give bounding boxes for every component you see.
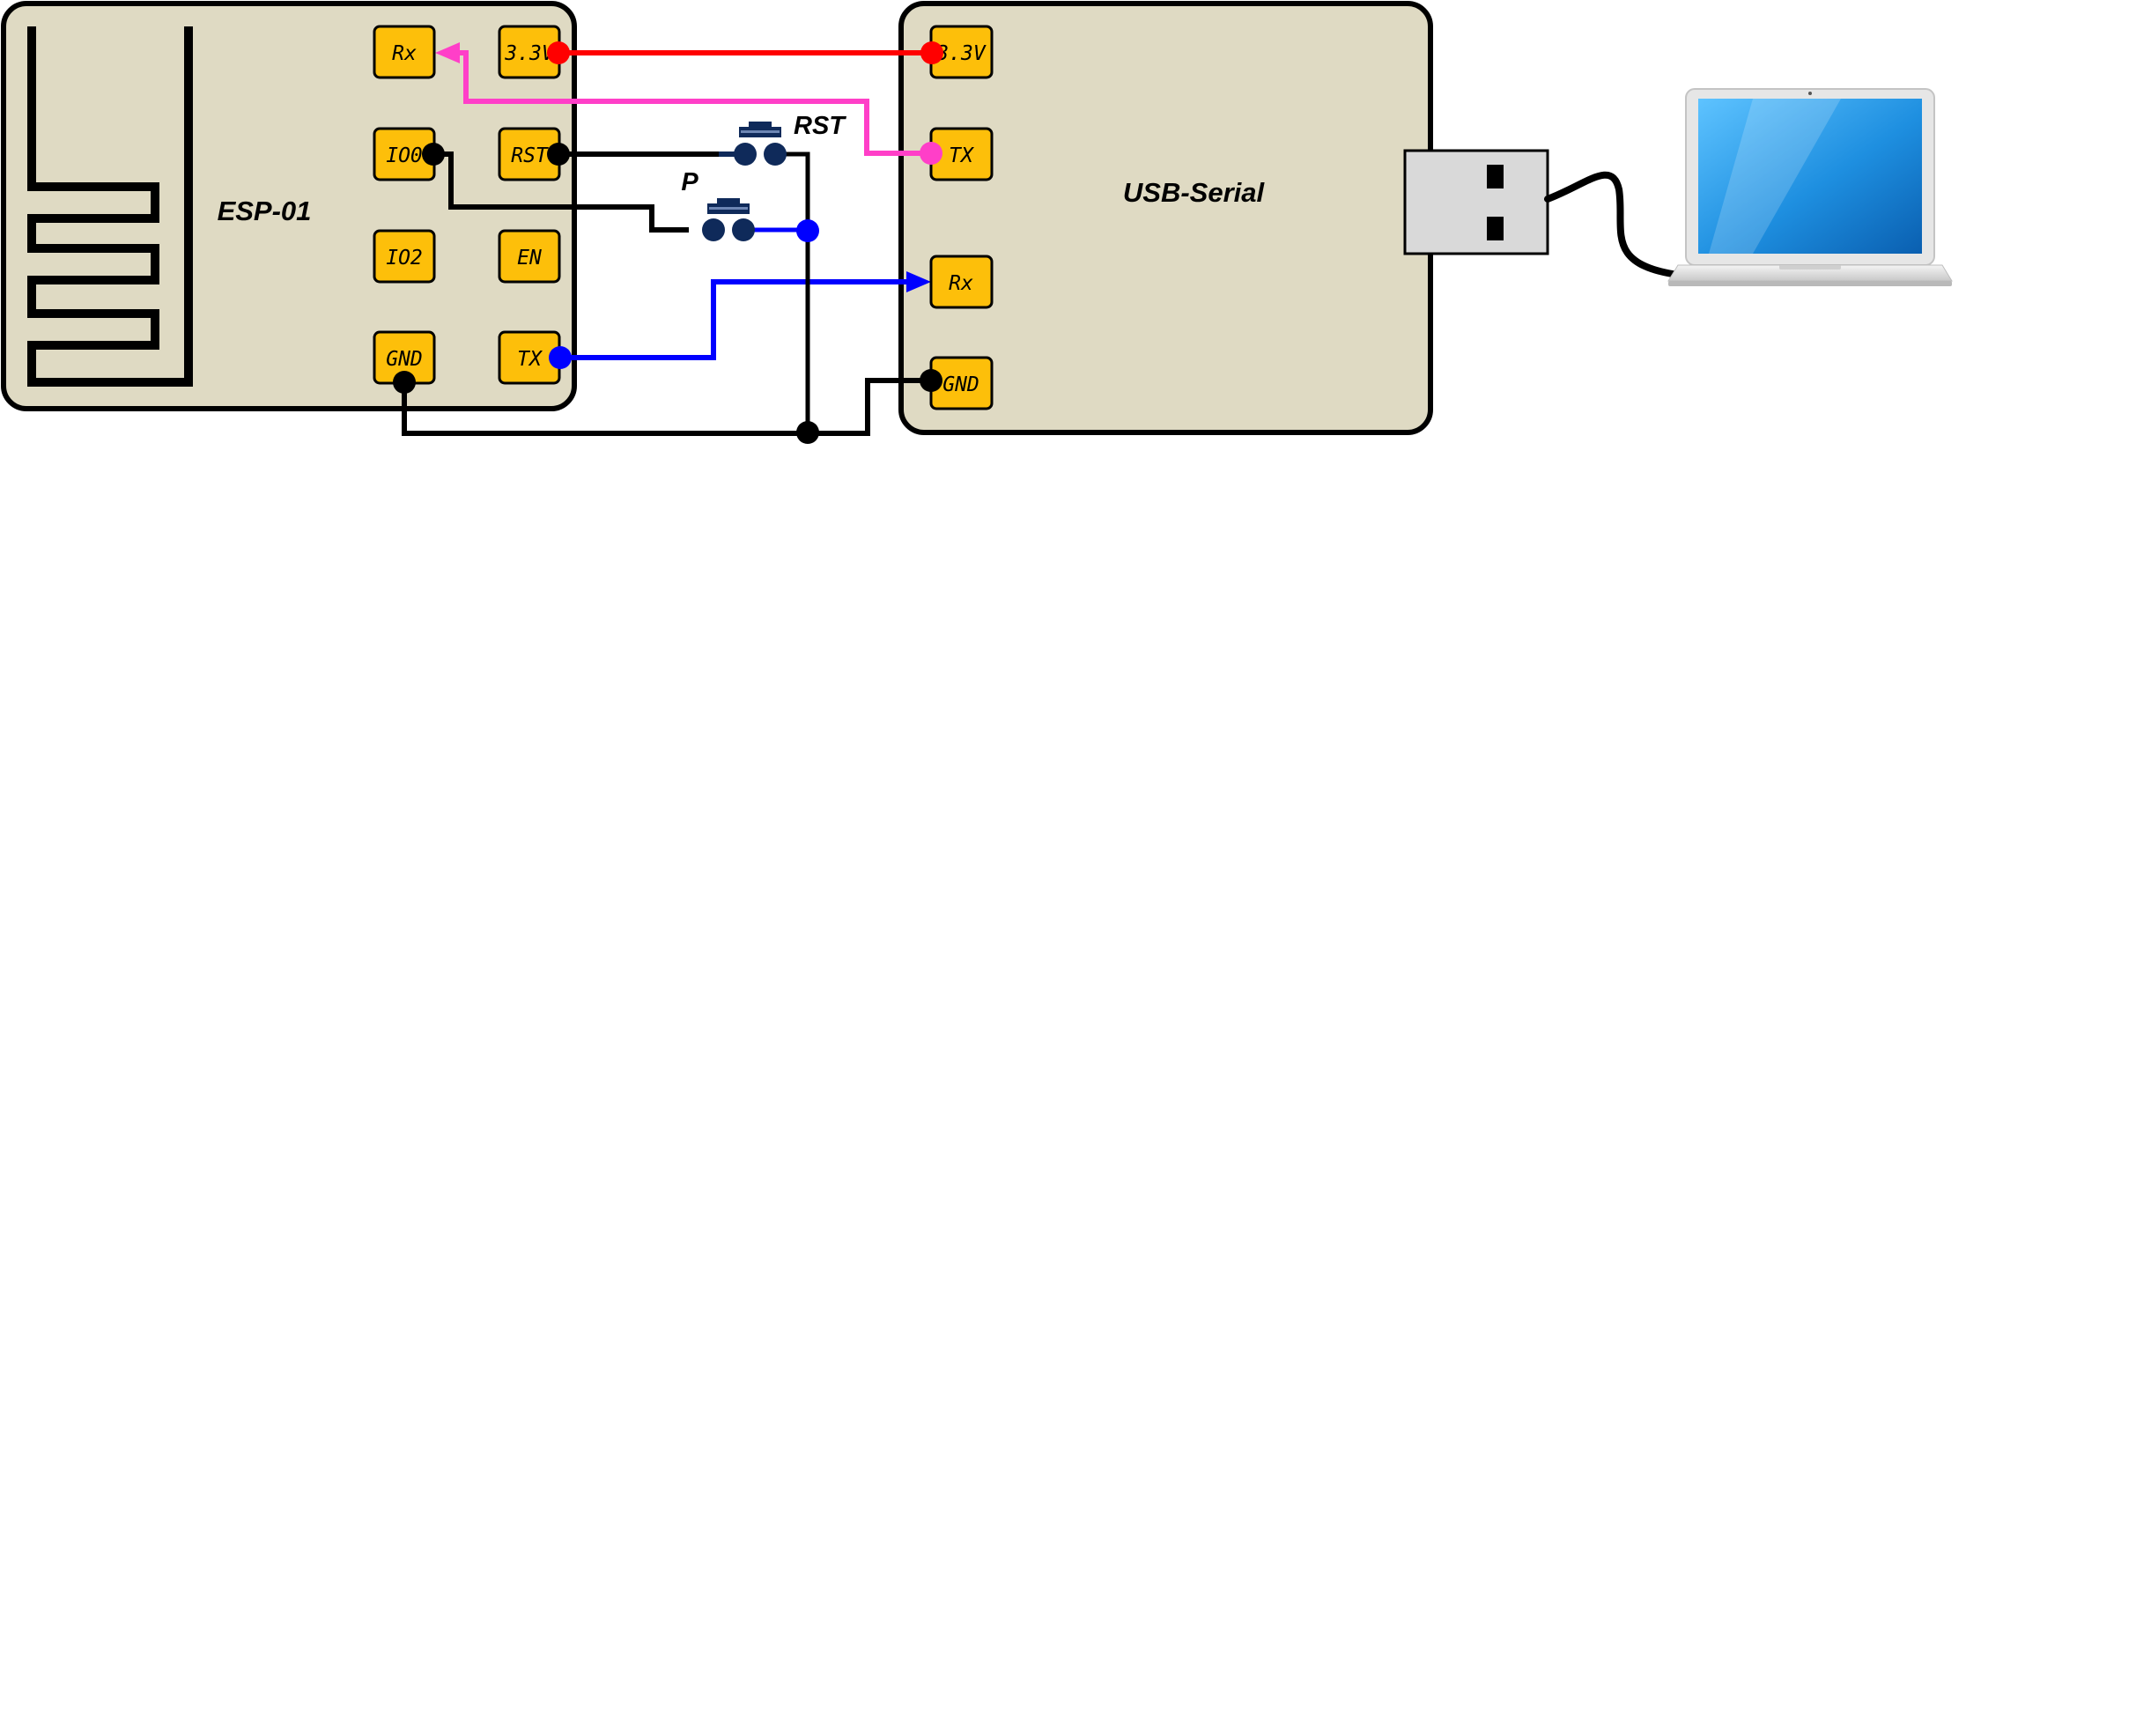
junction-esp-io0 xyxy=(422,143,445,166)
esp01-pin-io2-label: IO2 xyxy=(386,247,423,270)
usb-serial-board: USB-Serial xyxy=(898,1,1549,435)
usb-pin-gnd: GND xyxy=(929,356,994,410)
reset-button-label: RST xyxy=(794,112,846,140)
esp01-pin-rx-label: Rx xyxy=(392,42,417,65)
esp01-pin-io0-label: IO0 xyxy=(386,144,423,167)
esp01-label: ESP-01 xyxy=(218,196,312,226)
junction-usb-tx xyxy=(920,142,942,165)
esp01-pin-gnd-label: GND xyxy=(386,348,423,371)
junction-usb-3v3 xyxy=(920,41,943,64)
wire-rst-btn-out xyxy=(780,151,810,432)
esp01-pin-rx: Rx xyxy=(373,25,436,79)
esp01-pin-3v3: 3.3V xyxy=(498,25,561,79)
esp01-pins: Rx 3.3V IO0 RST IO2 EN GND TX xyxy=(373,25,561,385)
program-button-label: P xyxy=(681,168,698,196)
esp01-pin-rst-label: RST xyxy=(511,144,549,167)
junction-gnd-bus xyxy=(796,421,819,444)
program-button[interactable] xyxy=(702,198,755,241)
wire-esp-tx-to-usb-rx xyxy=(560,279,913,360)
junctions xyxy=(393,41,943,444)
junction-p-button xyxy=(796,219,819,242)
usb-plug-icon xyxy=(1403,149,1549,255)
wire-gnd xyxy=(402,378,931,436)
usb-pin-tx-label: TX xyxy=(949,144,975,167)
usb-pin-rx-label: Rx xyxy=(949,272,973,295)
wires xyxy=(402,42,932,436)
esp01-pin-tx: TX xyxy=(498,330,561,385)
esp01-pin-3v3-label: 3.3V xyxy=(504,42,555,65)
junction-esp-gnd xyxy=(393,371,416,394)
usb-pin-rx: Rx xyxy=(929,255,994,309)
pcb-antenna-icon xyxy=(27,26,193,387)
usb-cable xyxy=(1544,171,1681,278)
laptop-icon xyxy=(1667,88,1953,286)
usb-pin-3v3: 3.3V xyxy=(929,25,994,79)
usb-pin-gnd-label: GND xyxy=(942,373,979,396)
usb-pin-tx: TX xyxy=(929,127,994,181)
wire-usb-tx-to-esp-rx xyxy=(449,50,931,156)
usb-pin-3v3-label: 3.3V xyxy=(935,42,987,65)
esp01-pin-en-label: EN xyxy=(517,247,542,270)
junction-esp-tx xyxy=(549,346,572,369)
arrowhead-esp-rx xyxy=(435,42,460,63)
junction-usb-gnd xyxy=(920,369,942,392)
esp01-pin-en: EN xyxy=(498,229,561,284)
usb-serial-label: USB-Serial xyxy=(1123,177,1266,208)
wire-io0 xyxy=(433,151,689,233)
junction-esp-3v3 xyxy=(547,41,570,64)
junction-esp-rst xyxy=(547,143,570,166)
arrowhead-usb-rx xyxy=(906,271,931,292)
esp01-pin-io2: IO2 xyxy=(373,229,436,284)
reset-button[interactable] xyxy=(719,122,787,166)
esp01-pin-tx-label: TX xyxy=(517,348,543,371)
usb-serial-pins: 3.3V TX Rx GND xyxy=(929,25,994,410)
